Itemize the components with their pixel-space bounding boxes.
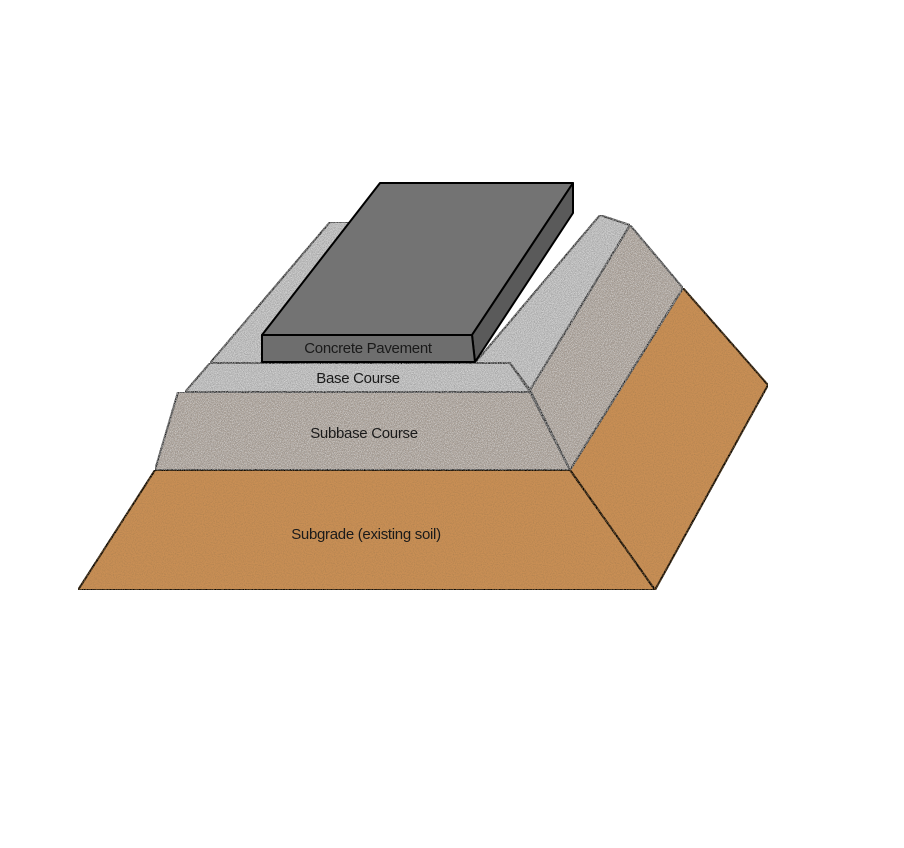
subbase-course-label: Subbase Course [310,425,418,442]
concrete-pavement-layer [261,182,574,363]
base-course-label: Base Course [316,370,399,387]
concrete-pavement-label: Concrete Pavement [304,340,433,357]
subgrade-layer [77,287,769,591]
concrete-front-face [261,334,476,363]
subgrade-label: Subgrade (existing soil) [291,526,441,543]
